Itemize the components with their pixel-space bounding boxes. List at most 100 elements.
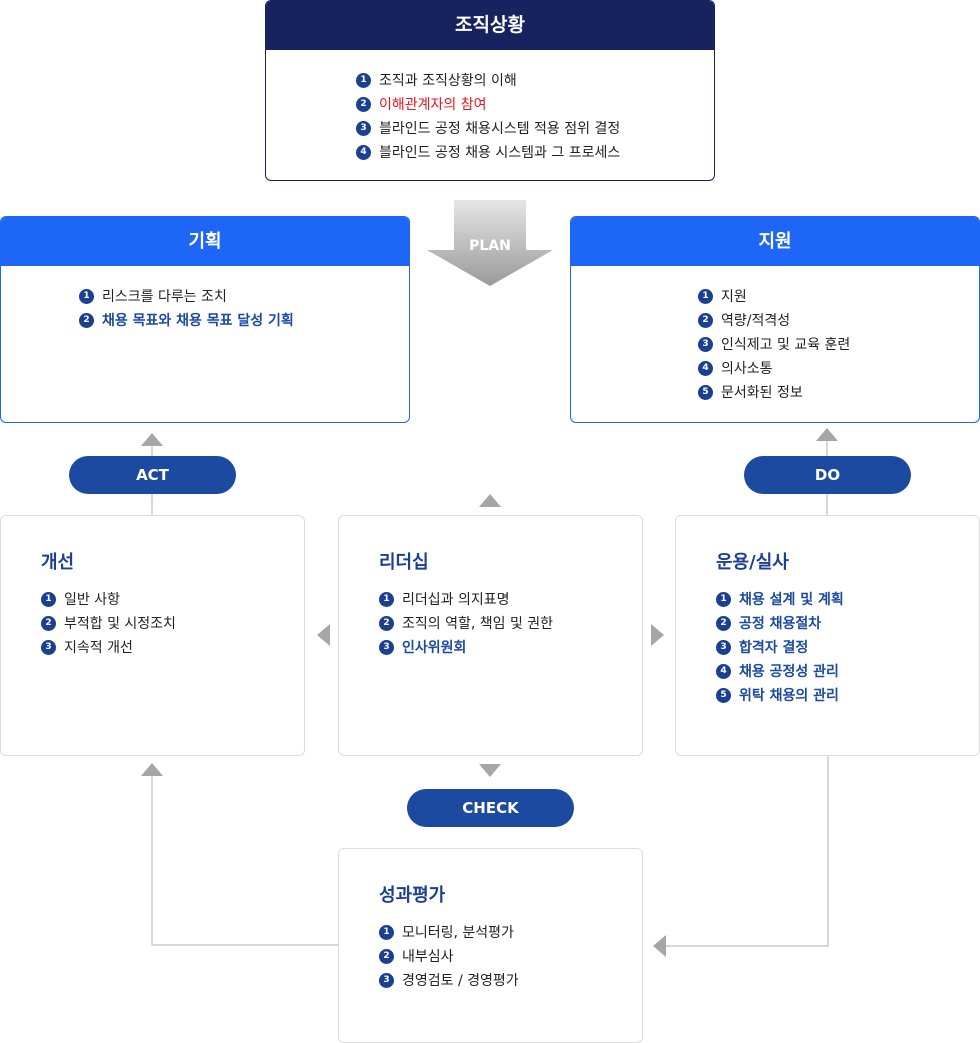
operation-box: 운용/실사 1 채용 설계 및 계획 2 공정 채용절차 3 합격자 결정 4 채용 공정성 … — [675, 515, 980, 756]
improvement-item-text: 부적합 및 시정조치 — [64, 616, 176, 632]
right-arrow — [651, 624, 664, 646]
do-up-arrow — [816, 428, 838, 441]
number-badge-icon: 3 — [716, 639, 731, 655]
operation-item-text: 채용 설계 및 계획 — [739, 592, 844, 608]
operation-item-text: 채용 공정성 관리 — [739, 664, 839, 680]
support-item: 2 역량/적격성 — [698, 308, 850, 332]
operation-item: 1 채용 설계 및 계획 — [716, 587, 844, 611]
number-badge-icon: 1 — [41, 591, 56, 607]
planning-box: 기획 1 리스크를 다루는 조치 2 채용 목표와 채용 목표 달성 기획 — [0, 216, 410, 423]
act-up-arrow — [141, 433, 163, 446]
planning-item-text: 리스크를 다루는 조치 — [102, 289, 227, 305]
operation-item-text: 공정 채용절차 — [739, 616, 822, 632]
operation-to-eval-line — [666, 756, 829, 947]
planning-item-text: 채용 목표와 채용 목표 달성 기획 — [102, 313, 294, 329]
number-badge-icon: 2 — [716, 615, 731, 631]
context-item: 1 조직과 조직상황의 이해 — [356, 68, 620, 92]
operation-item-text: 합격자 결정 — [739, 640, 809, 656]
operation-title: 운용/실사 — [716, 552, 789, 573]
planning-list: 1 리스크를 다루는 조치 2 채용 목표와 채용 목표 달성 기획 — [79, 284, 294, 332]
context-item-text: 조직과 조직상황의 이해 — [379, 73, 517, 89]
evaluation-item-text: 모니터링, 분석평가 — [402, 925, 514, 941]
number-badge-icon: 2 — [356, 96, 371, 112]
leadership-item-text: 조직의 역할, 책임 및 권한 — [402, 616, 554, 632]
operation-item: 4 채용 공정성 관리 — [716, 659, 844, 683]
number-badge-icon: 1 — [716, 591, 731, 607]
number-badge-icon: 3 — [698, 336, 713, 352]
check-down-arrow — [479, 764, 501, 777]
support-item: 1 지원 — [698, 284, 850, 308]
support-item-text: 지원 — [721, 289, 747, 305]
operation-item: 2 공정 채용절차 — [716, 611, 844, 635]
context-item-text: 이해관계자의 참여 — [379, 97, 487, 113]
number-badge-icon: 2 — [79, 312, 94, 328]
support-item: 4 의사소통 — [698, 356, 850, 380]
improvement-up-arrow — [141, 763, 163, 776]
check-pill: CHECK — [407, 789, 574, 827]
improvement-item: 1 일반 사항 — [41, 587, 176, 611]
improvement-item: 2 부적합 및 시정조치 — [41, 611, 176, 635]
number-badge-icon: 2 — [41, 615, 56, 631]
number-badge-icon: 1 — [379, 924, 394, 940]
leadership-item: 2 조직의 역할, 책임 및 권한 — [379, 611, 553, 635]
number-badge-icon: 2 — [379, 948, 394, 964]
context-title: 조직상황 — [266, 1, 714, 50]
context-item-text: 블라인드 공정 채용 시스템과 그 프로세스 — [379, 145, 621, 161]
support-item: 5 문서화된 정보 — [698, 380, 850, 404]
support-item-text: 문서화된 정보 — [721, 385, 803, 401]
number-badge-icon: 4 — [716, 663, 731, 679]
number-badge-icon: 2 — [698, 312, 713, 328]
plan-label: PLAN — [469, 238, 511, 254]
support-box: 지원 1 지원 2 역량/적격성 3 인식제고 및 교육 훈련 4 의사소통 5 문서화된 정보 — [570, 216, 980, 423]
planning-item: 2 채용 목표와 채용 목표 달성 기획 — [79, 308, 294, 332]
number-badge-icon: 3 — [379, 639, 394, 655]
number-badge-icon: 2 — [379, 615, 394, 631]
leadership-item-text: 인사위원회 — [402, 640, 467, 656]
support-item-text: 의사소통 — [721, 361, 773, 377]
context-item-text: 블라인드 공정 채용시스템 적용 점위 결정 — [379, 121, 621, 137]
support-item: 3 인식제고 및 교육 훈련 — [698, 332, 850, 356]
eval-left-arrow — [653, 935, 666, 957]
leadership-title: 리더십 — [379, 552, 429, 573]
number-badge-icon: 3 — [41, 639, 56, 655]
number-badge-icon: 1 — [356, 72, 371, 88]
plan-arrow — [427, 200, 553, 286]
number-badge-icon: 5 — [716, 687, 731, 703]
do-pill: DO — [744, 456, 911, 494]
evaluation-item-text: 내부심사 — [402, 949, 454, 965]
leadership-item-text: 리더십과 의지표명 — [402, 592, 510, 608]
support-item-text: 인식제고 및 교육 훈련 — [721, 337, 851, 353]
context-item: 2 이해관계자의 참여 — [356, 92, 620, 116]
evaluation-title: 성과평가 — [379, 885, 446, 906]
support-title: 지원 — [571, 217, 979, 266]
improvement-item: 3 지속적 개선 — [41, 635, 176, 659]
leadership-item: 3 인사위원회 — [379, 635, 553, 659]
number-badge-icon: 1 — [79, 288, 94, 304]
support-list: 1 지원 2 역량/적격성 3 인식제고 및 교육 훈련 4 의사소통 5 문서화된 정보 — [698, 284, 850, 404]
act-pill: ACT — [69, 456, 236, 494]
number-badge-icon: 5 — [698, 384, 713, 400]
eval-to-improvement-line — [151, 776, 338, 946]
improvement-item-text: 일반 사항 — [64, 592, 120, 608]
planning-title: 기획 — [1, 217, 409, 266]
support-item-text: 역량/적격성 — [721, 313, 791, 329]
operation-item: 3 합격자 결정 — [716, 635, 844, 659]
number-badge-icon: 4 — [698, 360, 713, 376]
evaluation-item: 2 내부심사 — [379, 944, 519, 968]
improvement-item-text: 지속적 개선 — [64, 640, 133, 656]
leadership-up-arrow — [479, 494, 501, 507]
number-badge-icon: 1 — [698, 288, 713, 304]
